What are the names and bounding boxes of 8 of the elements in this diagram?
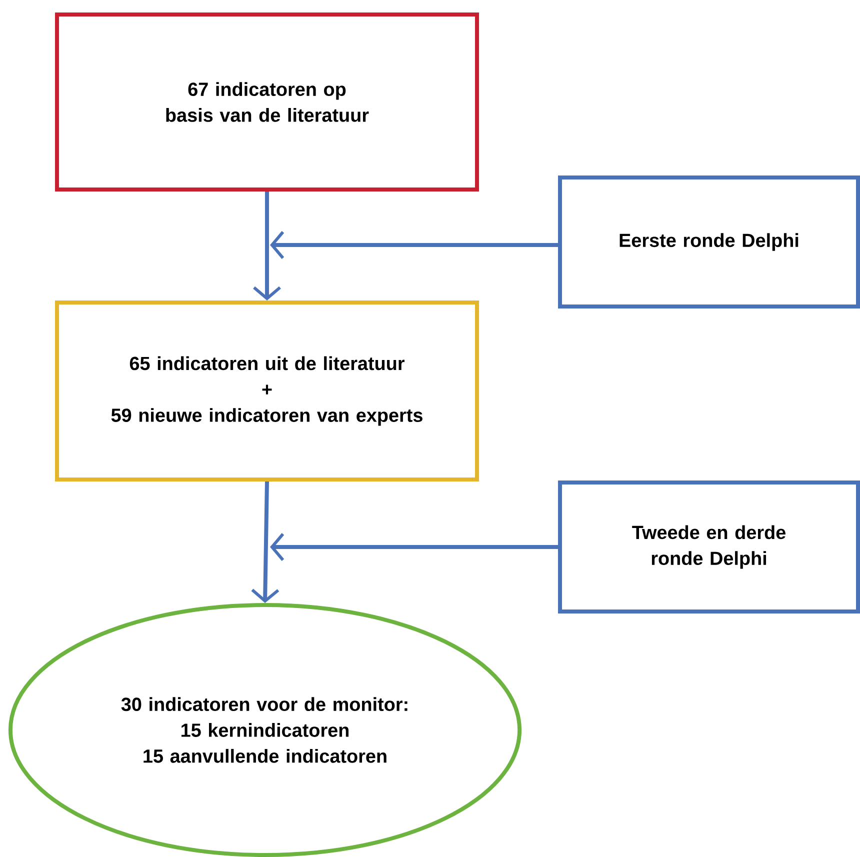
process-box: Eerste ronde Delphi: [558, 176, 860, 308]
arrow: [270, 533, 558, 561]
arrow: [253, 192, 281, 300]
arrow: [251, 481, 280, 603]
process-box: 67 indicatoren op basis van de literatuur: [55, 12, 479, 192]
process-box: 65 indicatoren uit de literatuur + 59 nieuwe indicatoren van experts: [55, 300, 479, 482]
process-box: Tweede en derde ronde Delphi: [558, 480, 860, 614]
arrow: [270, 231, 558, 259]
